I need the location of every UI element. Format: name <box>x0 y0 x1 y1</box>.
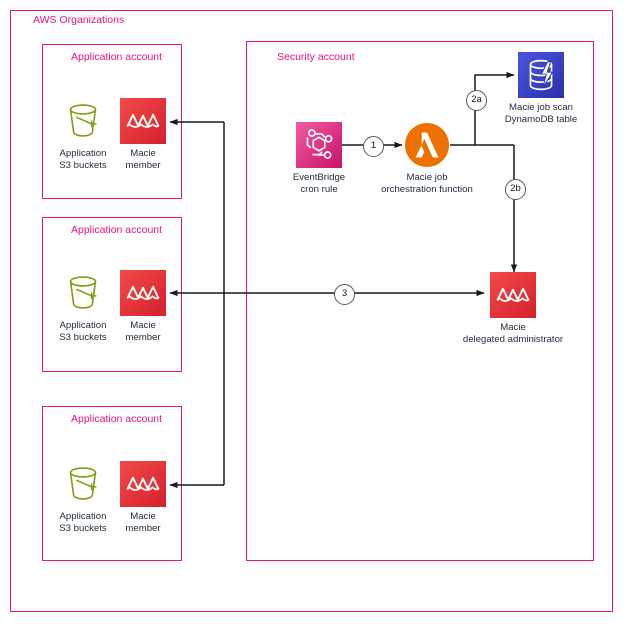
container-application-account-3-label: Application account <box>71 413 163 425</box>
node-s3-buckets-3-label: Application S3 buckets <box>59 511 107 534</box>
container-aws-organizations-label: AWS Organizations <box>33 14 125 26</box>
s3-bucket-icon <box>69 276 97 309</box>
connector-step-2a <box>474 71 515 145</box>
macie-icon <box>120 98 166 144</box>
node-s3-buckets-2-label: Application S3 buckets <box>59 320 107 343</box>
step-badge-1: 1 <box>363 136 384 157</box>
dynamodb-icon <box>518 52 564 98</box>
eventbridge-icon <box>296 122 342 168</box>
step-badge-2a: 2a <box>466 90 487 111</box>
lambda-icon <box>404 122 450 168</box>
macie-icon <box>490 272 536 318</box>
container-application-account-1-label: Application account <box>71 51 163 63</box>
node-lambda-label: Macie job orchestration function <box>381 172 473 195</box>
container-security-account <box>246 41 594 561</box>
node-macie-delegated-administrator-label: Macie delegated administrator <box>462 322 564 345</box>
container-application-account-2-label: Application account <box>71 224 163 236</box>
container-aws-organizations <box>10 10 613 612</box>
s3-bucket-icon <box>69 467 97 500</box>
container-application-account-2 <box>42 217 182 372</box>
node-macie-member-1-label: Macie member <box>125 148 161 171</box>
node-macie-member-3-label: Macie member <box>125 511 161 534</box>
node-s3-buckets-1-label: Application S3 buckets <box>59 148 107 171</box>
step-badge-3: 3 <box>334 284 355 305</box>
node-dynamodb-label: Macie job scan DynamoDB table <box>504 102 578 125</box>
container-security-account-label: Security account <box>277 51 355 63</box>
macie-icon <box>120 270 166 316</box>
macie-icon <box>120 461 166 507</box>
container-application-account-3 <box>42 406 182 561</box>
node-macie-member-2-label: Macie member <box>125 320 161 343</box>
node-eventbridge-label: EventBridge cron rule <box>292 172 346 195</box>
step-badge-2b: 2b <box>505 179 526 200</box>
s3-bucket-icon <box>69 104 97 137</box>
